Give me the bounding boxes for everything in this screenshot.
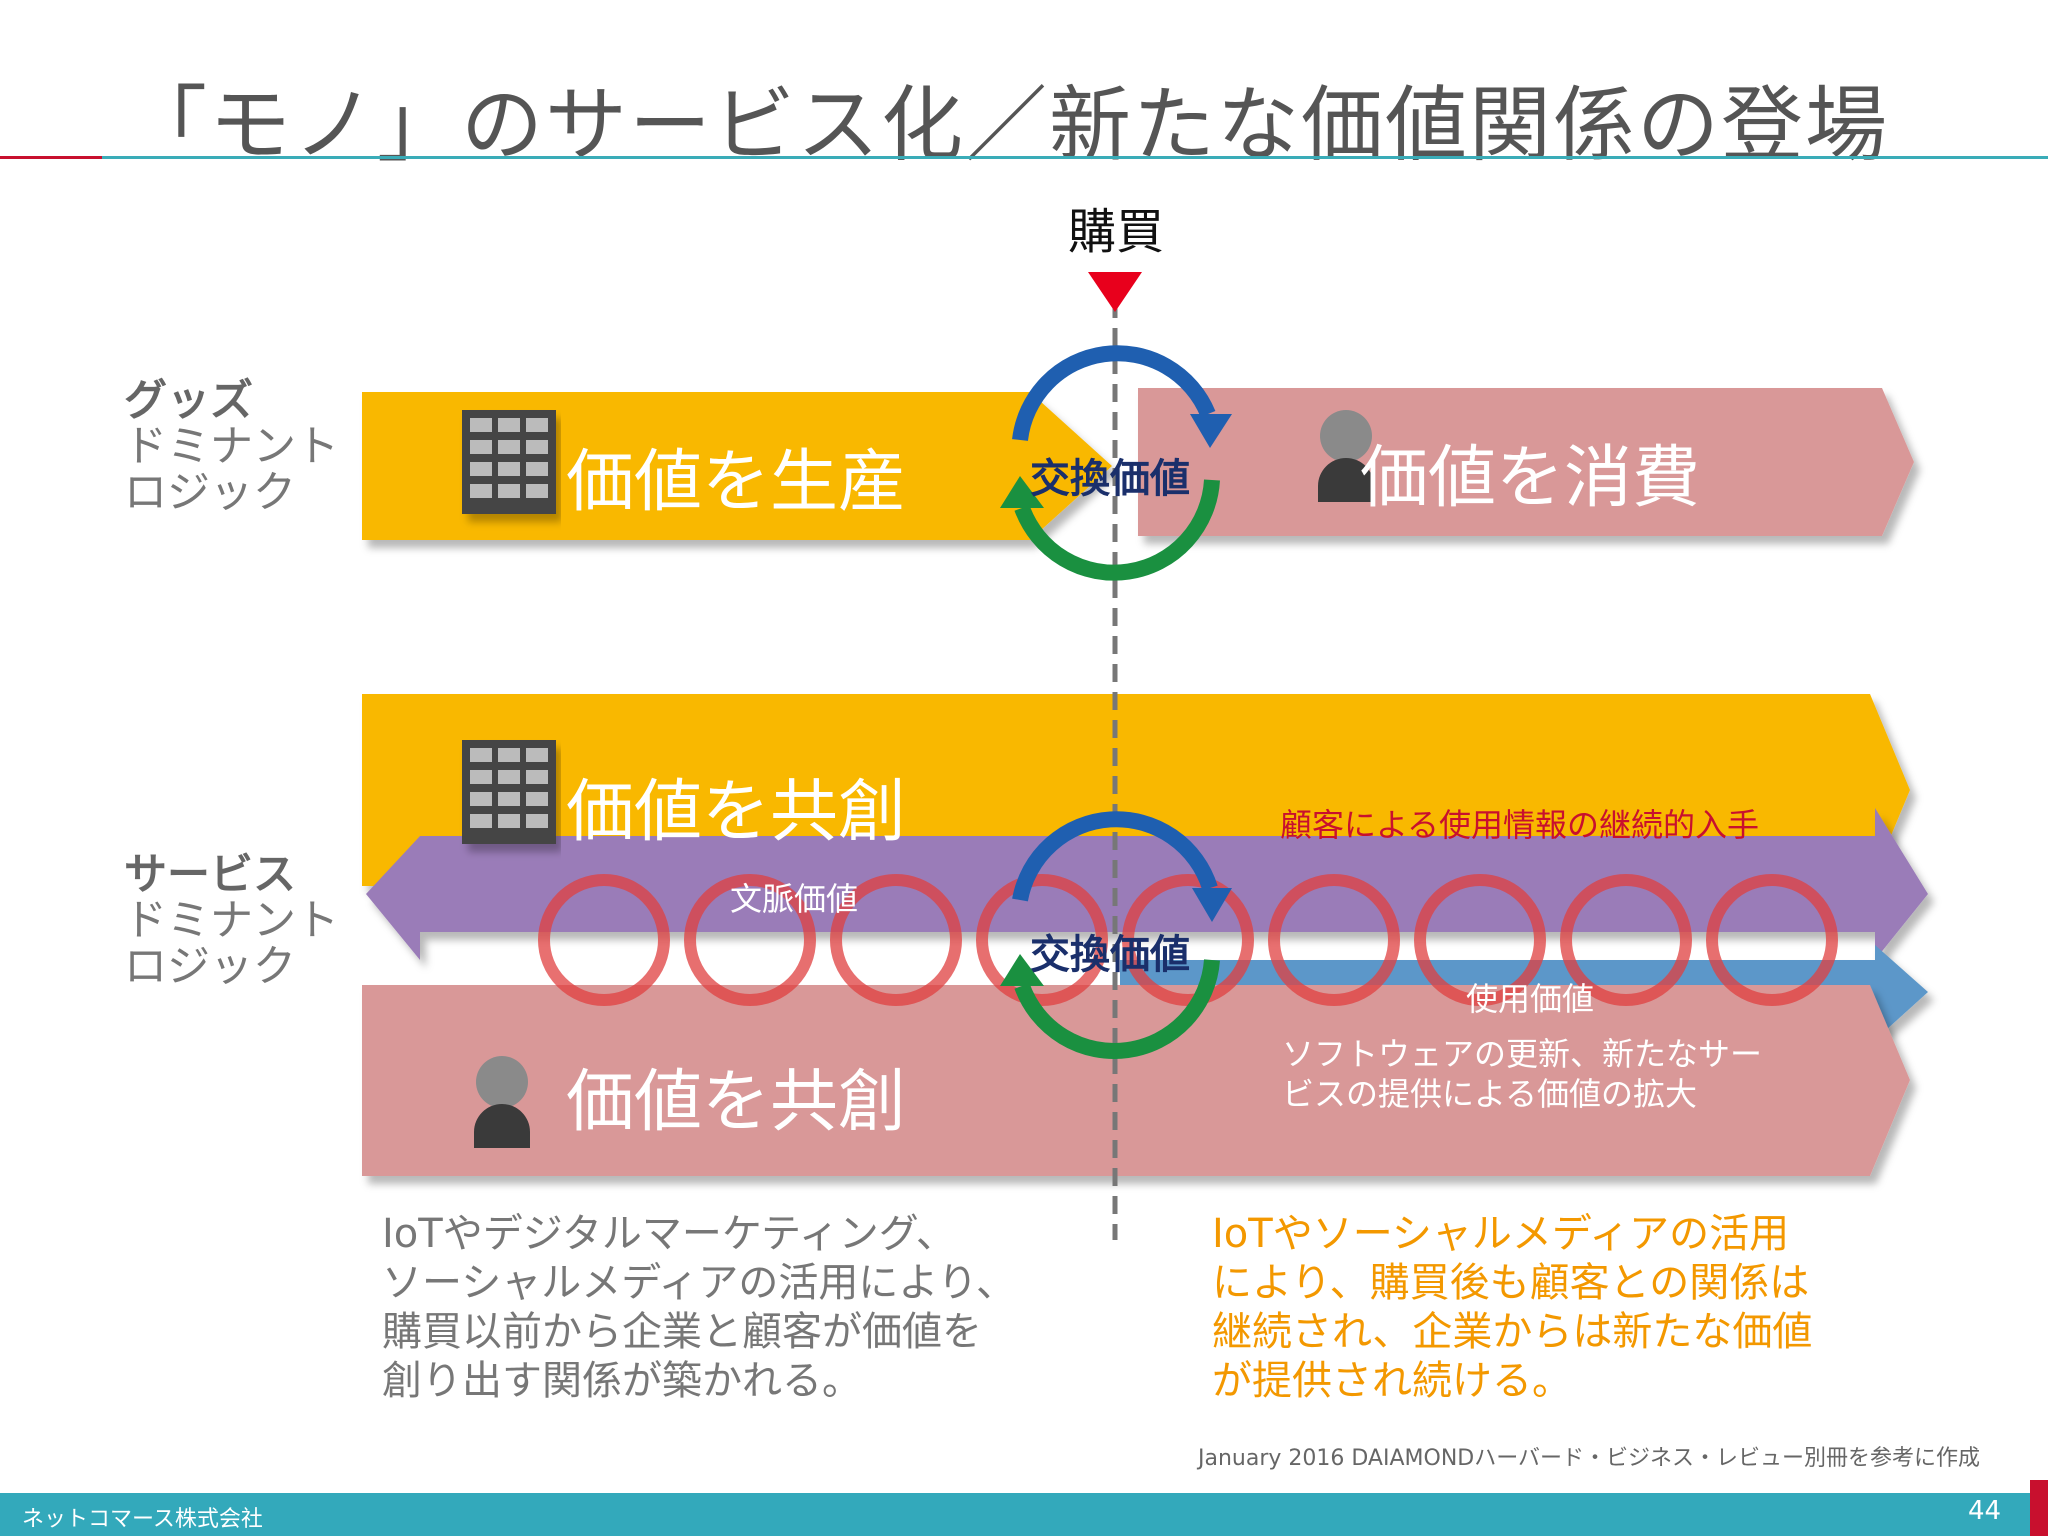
pre-purchase-line4: 創り出す関係が築かれる。 (382, 1358, 862, 1404)
page-number: 44 (1968, 1496, 2002, 1526)
title-rule-accent (0, 156, 102, 159)
triangle-marker-icon (1088, 272, 1142, 312)
service-label-line1: サービス (124, 850, 296, 900)
person-icon (1318, 410, 1374, 502)
goods-exchange-value: 交換価値 (1030, 456, 1190, 502)
cocreate-company-label: 価値を共創 (566, 773, 907, 852)
goods-label-line2: ドミナント (124, 422, 339, 472)
context-value-label: 文脈価値 (730, 880, 859, 918)
cycle-arrows-icon (1000, 811, 1232, 1059)
cocreate-customer-arrow (362, 985, 1910, 1176)
use-value-label: 使用価値 (1466, 980, 1595, 1018)
consume-label: 価値を消費 (1360, 439, 1701, 518)
service-exchange-value: 交換価値 (1030, 932, 1190, 978)
pre-purchase-description: IoTやデジタルマーケティング、 ソーシャルメディアの活用により、 購買以前から… (382, 1210, 1016, 1406)
source-note: January 2016 DAIAMONDハーバード・ビジネス・レビュー別冊を参… (1198, 1446, 1980, 1471)
cycle-arrows-icon (1000, 345, 1232, 581)
pre-purchase-line1: IoTやデジタルマーケティング、 (382, 1211, 956, 1257)
post-purchase-description: IoTやソーシャルメディアの活用 により、購買後も顧客との関係は 継続され、企業… (1212, 1210, 1812, 1406)
footer-company: ネットコマース株式会社 (22, 1507, 263, 1532)
footer-bar (0, 1493, 2048, 1536)
service-logic-label: サービス ドミナント ロジック (124, 852, 339, 990)
value-expansion-line1: ソフトウェアの更新、新たなサー (1282, 1035, 1763, 1073)
usage-info-label: 顧客による使用情報の継続的入手 (1280, 806, 1760, 844)
service-label-line3: ロジック (124, 942, 296, 992)
title-rule (102, 156, 2048, 159)
post-purchase-line1: IoTやソーシャルメディアの活用 (1212, 1211, 1790, 1257)
context-cycle-chain (538, 874, 1838, 1006)
cocreate-customer-label: 価値を共創 (566, 1063, 907, 1142)
pre-purchase-line2: ソーシャルメディアの活用により、 (382, 1260, 1016, 1306)
person-icon (474, 1056, 530, 1148)
post-purchase-line3: 継続され、企業からは新たな価値 (1212, 1309, 1813, 1355)
post-purchase-line4: が提供され続ける。 (1212, 1358, 1572, 1404)
value-expansion-text: ソフトウェアの更新、新たなサー ビスの提供による価値の拡大 (1282, 1034, 1762, 1114)
pre-purchase-line3: 購買以前から企業と顧客が価値を (382, 1309, 982, 1355)
post-purchase-line2: により、購買後も顧客との関係は (1212, 1260, 1810, 1306)
purchase-label: 購買 (1068, 204, 1165, 260)
building-icon (462, 740, 556, 844)
goods-label-line1: グッズ (124, 376, 253, 426)
produce-label: 価値を生産 (566, 443, 907, 522)
service-label-line2: ドミナント (124, 896, 339, 946)
building-icon (462, 410, 556, 514)
footer-accent-mark (2030, 1480, 2048, 1536)
goods-label-line3: ロジック (124, 468, 296, 518)
value-expansion-line2: ビスの提供による価値の拡大 (1282, 1075, 1698, 1113)
goods-logic-label: グッズ ドミナント ロジック (124, 378, 339, 516)
